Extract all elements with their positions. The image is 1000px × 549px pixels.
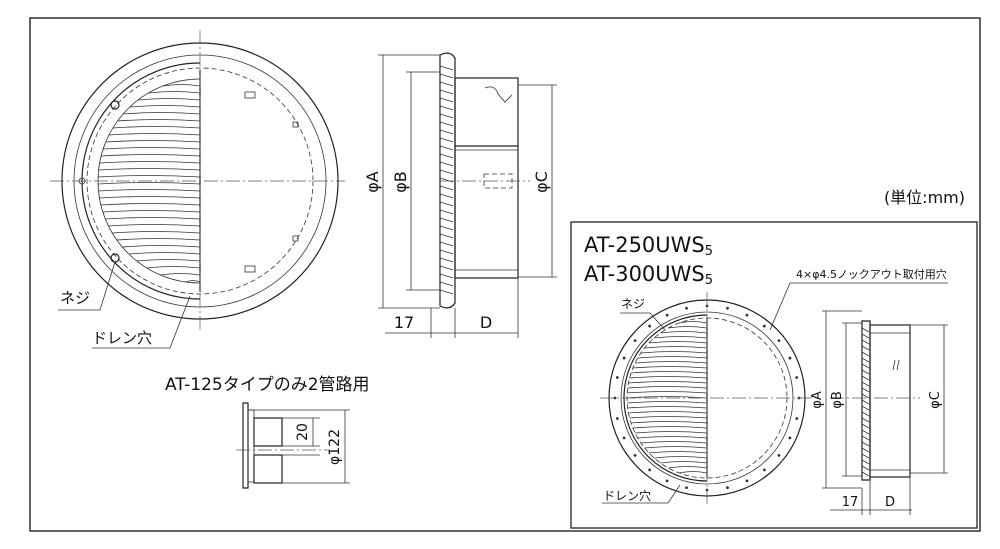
inset-dim-d: D bbox=[885, 495, 895, 510]
main-front-view bbox=[50, 30, 345, 349]
inset-dim-phi-a: φA bbox=[810, 391, 825, 409]
dim-d: D bbox=[480, 313, 492, 332]
label-drain-hole: ドレン穴 bbox=[92, 329, 152, 347]
dim-phi-b: φB bbox=[391, 171, 410, 193]
at125-side-view bbox=[236, 402, 350, 489]
inset-model-1: AT-250UWS5 bbox=[584, 233, 713, 259]
inset-model-2: AT-300UWS5 bbox=[584, 262, 713, 288]
dim-17: 17 bbox=[394, 313, 414, 332]
at125-title: AT-125タイプのみ2管路用 bbox=[165, 375, 370, 395]
dim-phi-a: φA bbox=[363, 171, 382, 193]
inset-label-screw: ネジ bbox=[621, 297, 645, 311]
dim-phi-122: φ122 bbox=[327, 429, 343, 465]
screw-icon bbox=[110, 100, 120, 110]
label-screw: ネジ bbox=[60, 289, 90, 307]
inset-dim-17: 17 bbox=[842, 495, 859, 510]
inset-side-view bbox=[822, 310, 948, 515]
drawing-frame bbox=[29, 17, 981, 532]
inset-dim-phi-c: φC bbox=[928, 391, 943, 409]
main-side-view bbox=[378, 52, 557, 338]
dim-phi-c: φC bbox=[532, 171, 551, 193]
inset-label-drain-hole: ドレン穴 bbox=[603, 488, 651, 503]
inset-front-view bbox=[600, 292, 815, 505]
inset-dim-phi-b: φB bbox=[830, 391, 845, 409]
dim-20: 20 bbox=[295, 423, 311, 441]
knockout-note: 4×φ4.5ノックアウト取付用穴 bbox=[796, 267, 947, 281]
unit-note: (単位:mm) bbox=[884, 188, 965, 207]
